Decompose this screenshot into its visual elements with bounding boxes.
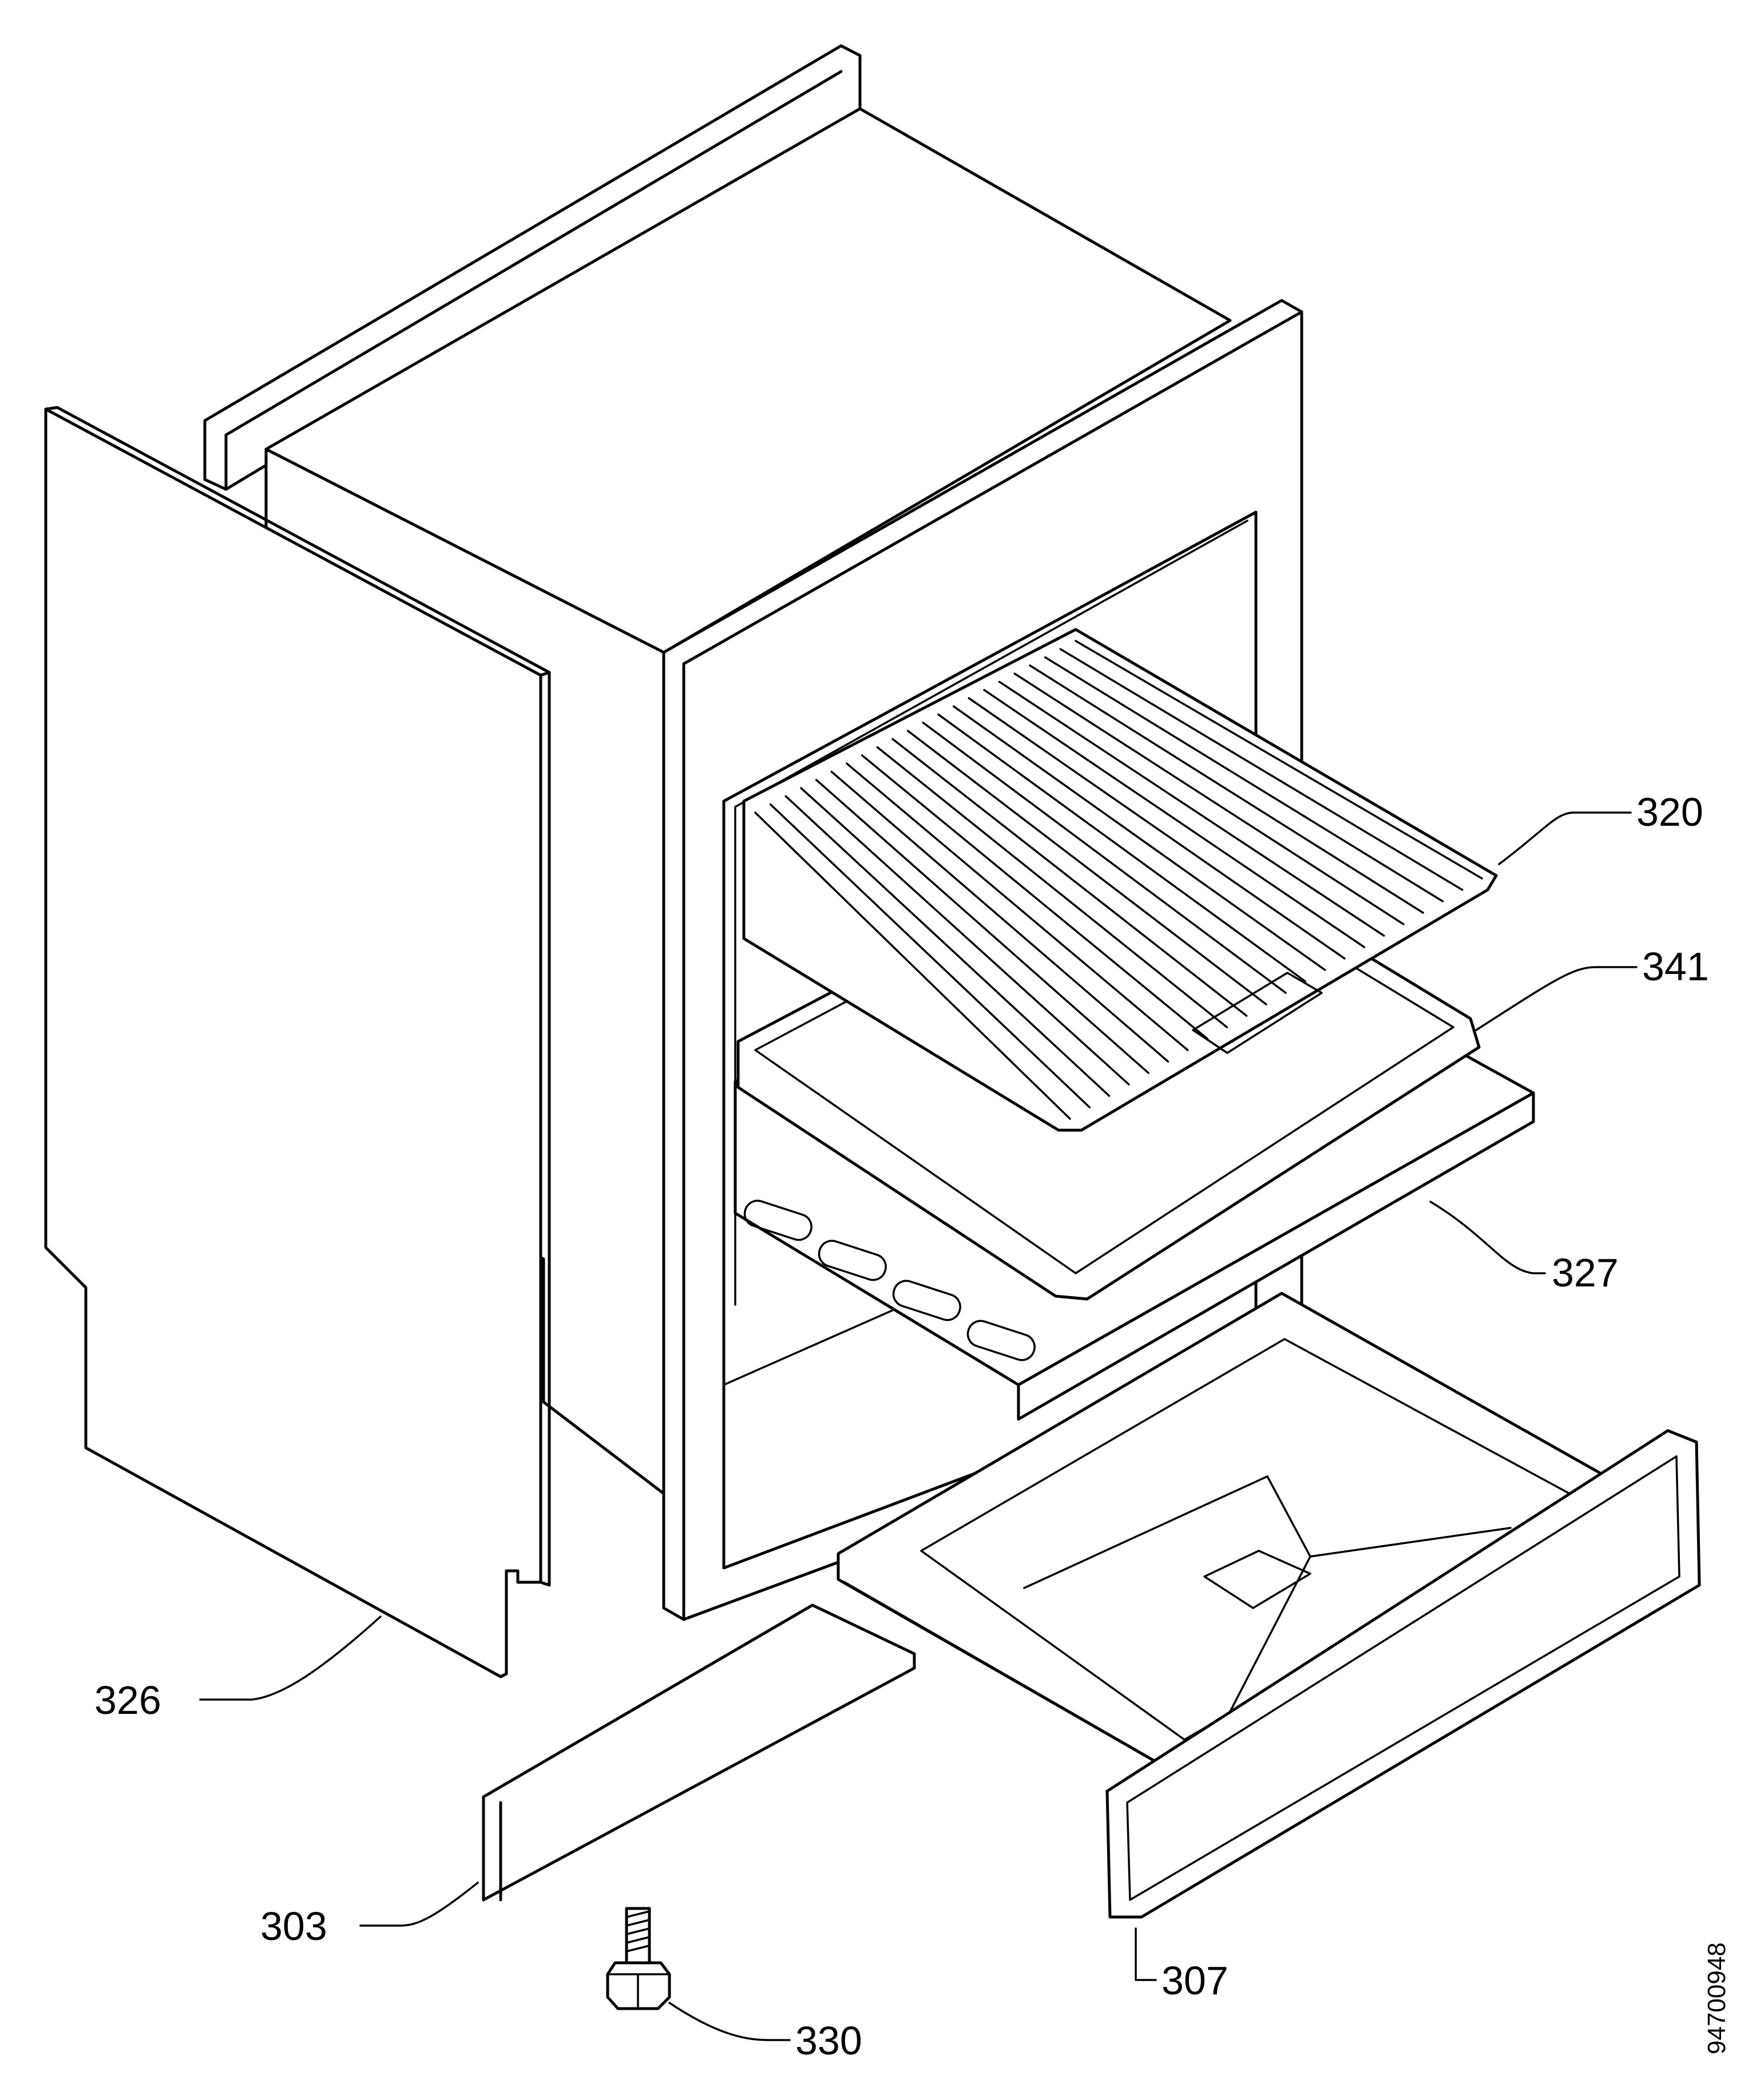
part-label-330: 330 [795, 2018, 862, 2063]
part-label-320: 320 [1636, 790, 1703, 834]
side-panel-326 [44, 406, 551, 1678]
shelf-wire-rod [1029, 664, 1424, 914]
shelf-wire-rod [1013, 672, 1405, 925]
shelf-wire-rod [1075, 640, 1483, 880]
part-label-303: 303 [260, 1904, 327, 1949]
shelf-wire-rod [952, 705, 1326, 971]
shelf-wire-rod [906, 730, 1267, 1005]
shelf-wire-rod [922, 722, 1287, 994]
drawing-reference-number: 94700948 [1703, 1942, 1731, 2054]
leader-lines [199, 811, 1638, 2041]
shelf-wire-rod [998, 680, 1385, 937]
shelf-wire-rod [891, 738, 1248, 1017]
part-label-327: 327 [1552, 1250, 1619, 1295]
shelf-wire-rod [769, 803, 1091, 1108]
shelf-wire-rod [968, 697, 1346, 960]
shelf-wire-rod [983, 688, 1366, 948]
foot-screw-330 [606, 1907, 671, 2010]
drawer-307 [837, 1292, 1701, 1919]
shelf-wire-rod [754, 811, 1071, 1120]
shelf-wire-rod [1059, 648, 1464, 891]
shelf-wire-rod [1044, 656, 1444, 902]
shelf-wire-rod [784, 795, 1111, 1097]
shelf-wire-rod [830, 770, 1170, 1063]
shelf-wire-rod [937, 713, 1307, 983]
shelf-wire-rod [846, 762, 1189, 1051]
shelf-wire-rod [861, 754, 1208, 1040]
part-label-326: 326 [94, 1678, 161, 1722]
wire-shelf-320 [742, 628, 1498, 1132]
part-label-341: 341 [1642, 944, 1709, 989]
shelf-wire-rod [876, 746, 1228, 1028]
shelf-wire-rod [815, 779, 1149, 1074]
plinth-303 [482, 1603, 916, 1902]
shelf-wire-rod [800, 787, 1130, 1086]
part-label-307: 307 [1162, 1958, 1228, 2003]
